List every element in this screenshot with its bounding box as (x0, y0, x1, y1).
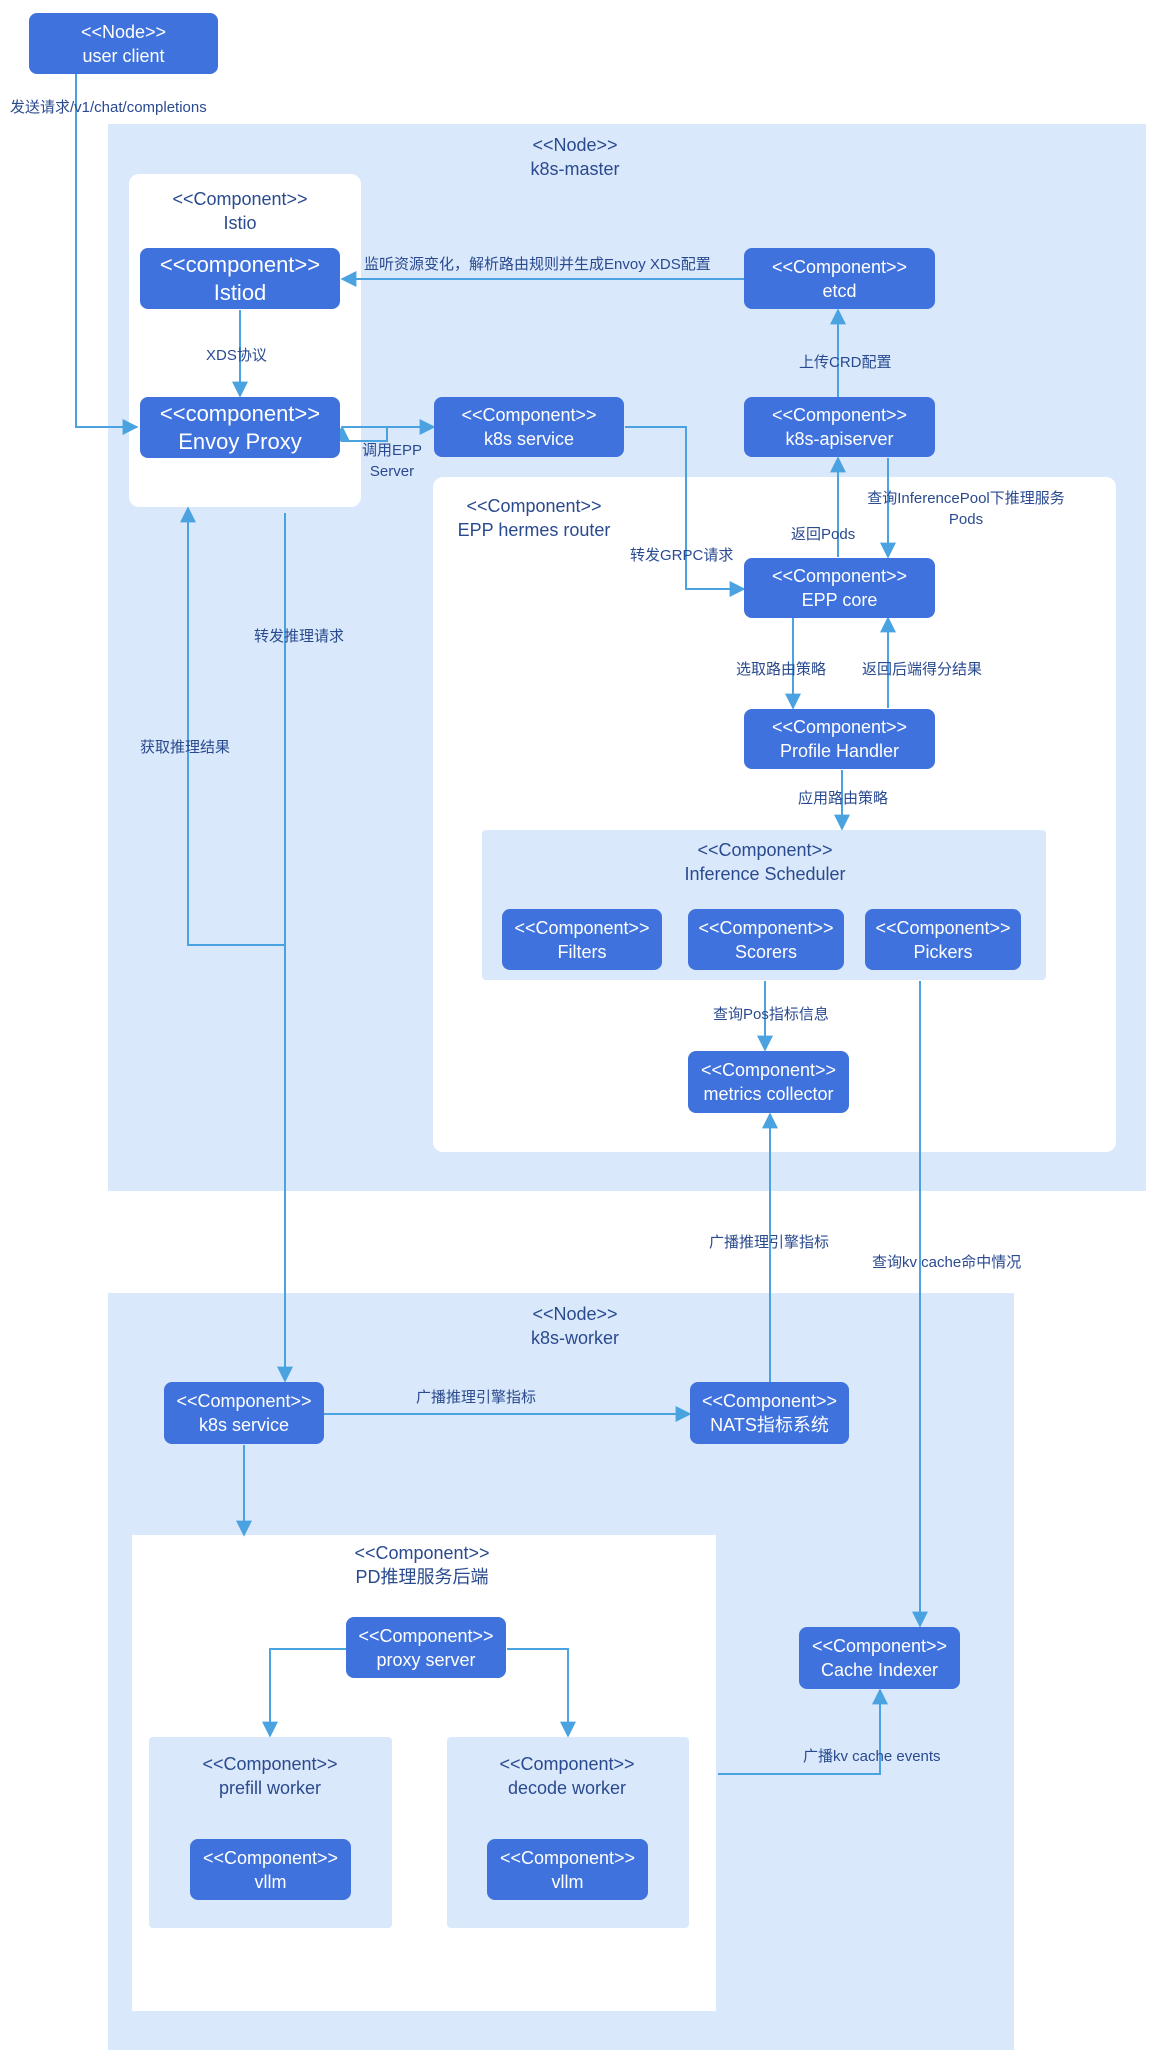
label-return-scores: 返回后端得分结果 (862, 661, 983, 678)
pd-backend-title: <<Component>>PD推理服务后端 (354, 1543, 490, 1587)
k8s-apiserver-component[interactable]: <<Component>>k8s-apiserver (744, 397, 935, 457)
edge-broadcast-kv (718, 1688, 888, 1775)
vllm-decode-component[interactable]: <<Component>>vllm (487, 1839, 648, 1900)
edge-proxy-to-prefill (262, 1648, 346, 1738)
user-client-node[interactable]: <<Node>>user client (29, 13, 218, 74)
scorers-component[interactable]: <<Component>>Scorers (688, 909, 844, 970)
etcd-component[interactable]: <<Component>>etcd (744, 248, 935, 309)
decode-worker-title: <<Component>>decode worker (499, 1754, 635, 1798)
k8s-master-title: <<Node>>k8s-master (530, 135, 620, 179)
label-broadcast-kv: 广播kv cache events (803, 1748, 941, 1765)
edge-send-request (75, 74, 139, 435)
vllm-prefill-component[interactable]: <<Component>>vllm (190, 1839, 351, 1900)
k8s-service-master-component[interactable]: <<Component>>k8s service (434, 397, 624, 457)
proxy-server-component[interactable]: <<Component>>proxy server (346, 1617, 506, 1678)
label-get-result: 获取推理结果 (140, 739, 231, 756)
label-upload-crd: 上传CRD配置 (799, 354, 892, 371)
label-broadcast-metrics-worker: 广播推理引擎指标 (416, 1389, 537, 1406)
istio-title: <<Component>>Istio (172, 189, 308, 233)
label-query-pos: 查询Pos指标信息 (713, 1006, 829, 1023)
profile-handler-component[interactable]: <<Component>>Profile Handler (744, 709, 935, 769)
inference-scheduler-title: <<Component>>Inference Scheduler (684, 840, 846, 884)
epp-core-component[interactable]: <<Component>>EPP core (744, 558, 935, 618)
label-apply-strategy: 应用路由策略 (798, 790, 889, 807)
label-query-kv: 查询kv cache命中情况 (872, 1254, 1022, 1271)
istiod-component[interactable]: <<component>>Istiod (140, 248, 340, 309)
label-broadcast-metrics-up: 广播推理引擎指标 (709, 1234, 830, 1251)
epp-router-title: <<Component>>EPP hermes router (457, 496, 611, 540)
nats-component[interactable]: <<Component>>NATS指标系统 (690, 1382, 849, 1444)
filters-component[interactable]: <<Component>>Filters (502, 909, 662, 970)
label-send-request: 发送请求/v1/chat/completions (10, 99, 207, 116)
pickers-component[interactable]: <<Component>>Pickers (865, 909, 1021, 970)
envoy-proxy-component[interactable]: <<component>>Envoy Proxy (140, 397, 340, 458)
metrics-collector-component[interactable]: <<Component>>metrics collector (688, 1051, 849, 1113)
edge-k8s-service-to-envoy (334, 425, 433, 442)
label-forward-grpc: 转发GRPC请求 (630, 547, 734, 564)
label-select-strategy: 选取路由策略 (736, 661, 827, 678)
edge-get-result (180, 506, 285, 946)
cache-indexer-component[interactable]: <<Component>>Cache Indexer (799, 1627, 960, 1689)
edge-proxy-to-decode (507, 1648, 576, 1738)
prefill-worker-title: <<Component>>prefill worker (202, 1754, 338, 1798)
label-xds: XDS协议 (206, 347, 267, 364)
k8s-service-worker-component[interactable]: <<Component>>k8s service (164, 1382, 324, 1444)
label-watch-resources: 监听资源变化，解析路由规则并生成Envoy XDS配置 (364, 256, 711, 273)
edge-forward-grpc (625, 426, 746, 597)
k8s-worker-title: <<Node>>k8s-worker (530, 1304, 619, 1348)
label-forward-inference: 转发推理请求 (254, 628, 345, 645)
label-return-pods: 返回Pods (791, 526, 856, 543)
